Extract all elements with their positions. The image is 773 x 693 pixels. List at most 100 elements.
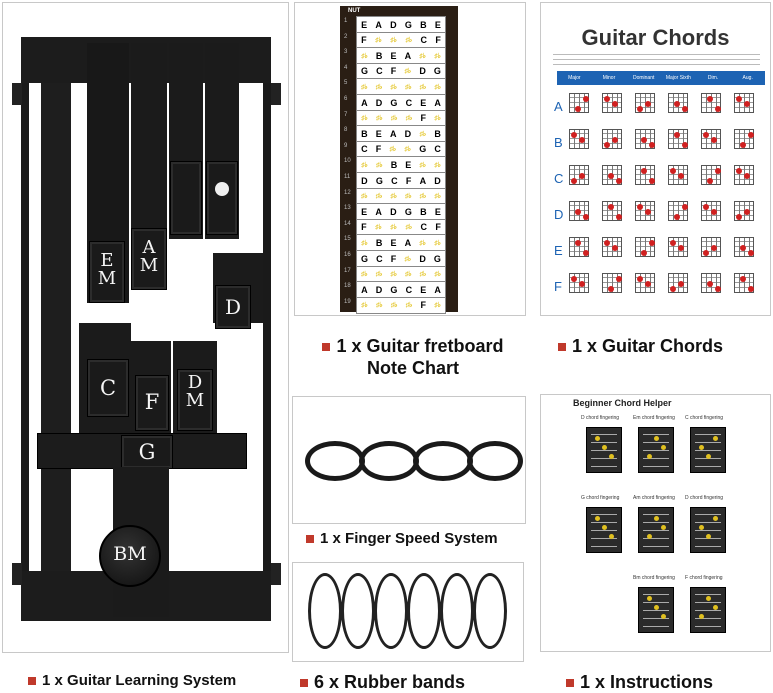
key-f-label: F [144, 390, 160, 414]
finger-dot [641, 168, 647, 174]
chord-diagram [635, 273, 655, 293]
helper-card: D chord fingering [581, 415, 626, 473]
helper-fretboard [690, 587, 726, 633]
finger-dot [616, 214, 622, 220]
helper-fret-line [695, 450, 721, 451]
fret-note: E [420, 284, 427, 295]
fret-note: F [435, 222, 441, 233]
key-dot[interactable] [206, 161, 238, 235]
fret-note: ♯♭ [405, 224, 413, 232]
fret-note: ♯♭ [390, 83, 398, 91]
chord-diagram [734, 237, 754, 257]
finger-dot [616, 276, 622, 282]
finger-dot [703, 132, 709, 138]
key-dm[interactable]: D M [177, 369, 213, 431]
key-g-label: G [138, 440, 156, 464]
helper-fret-line [591, 514, 617, 515]
fret-note: F [390, 253, 397, 264]
fret-note: E [390, 50, 397, 61]
finger-dot [649, 178, 655, 184]
fret-row: 12♯♭♯♭♯♭♯♭♯♭♯♭ [340, 187, 458, 205]
finger-dot [740, 142, 746, 148]
fret-number: 10 [344, 158, 351, 165]
helper-finger-dot [602, 525, 607, 530]
fret-note: ♯♭ [375, 37, 382, 45]
helper-finger-dot [661, 614, 666, 619]
bullet-square-icon [558, 343, 566, 352]
finger-dot [678, 173, 684, 179]
finger-dot [678, 245, 684, 251]
finger-dot [711, 209, 717, 215]
helper-fret-line [695, 466, 721, 467]
fret-note: ♯♭ [419, 83, 427, 91]
finger-dot [612, 245, 618, 251]
finger-dot [641, 137, 647, 143]
finger-dot [715, 168, 721, 174]
finger-dot [715, 106, 721, 112]
caption-chords: 1 x Guitar Chords [558, 336, 723, 357]
helper-fretboard [690, 507, 726, 553]
fret-note: D [390, 19, 397, 30]
fret-note: C [391, 175, 398, 186]
fret-note: ♯♭ [434, 271, 442, 279]
key-d[interactable]: D [215, 285, 251, 329]
key-em[interactable]: E M [89, 241, 125, 303]
fret-note: ♯♭ [361, 161, 368, 169]
helper-fret-line [643, 618, 669, 619]
helper-card-label: D chord fingering [581, 415, 620, 421]
helper-fret-line [643, 602, 669, 603]
fret-note: G [404, 19, 412, 30]
chord-column-label: Major [568, 75, 581, 81]
fret-note: ♯♭ [360, 83, 368, 91]
fret-note: C [361, 144, 368, 155]
fret-note: ♯♭ [390, 193, 398, 201]
fret-note: F [405, 175, 412, 186]
key-c[interactable]: C [87, 359, 129, 417]
chord-diagram [635, 129, 655, 149]
helper-finger-dot [595, 516, 600, 521]
fret-number: 14 [344, 220, 351, 227]
key-am[interactable]: A M [131, 228, 167, 290]
learning-system-panel: E M A M D C F D M G BM [2, 2, 289, 653]
key-g[interactable]: G [121, 435, 173, 469]
fret-note: F [375, 144, 382, 155]
key-bm[interactable]: BM [99, 525, 161, 587]
helper-fret-line [643, 466, 669, 467]
key-f[interactable]: F [135, 375, 169, 431]
fret-note: C [420, 222, 427, 233]
helper-fretboard [586, 427, 622, 473]
key-blank-1[interactable] [170, 161, 202, 235]
fret-note: ♯♭ [434, 161, 441, 169]
chord-diagram [602, 201, 622, 221]
chord-diagram [635, 237, 655, 257]
finger-dot [707, 281, 713, 287]
finger-dot [579, 173, 585, 179]
chord-diagram [668, 201, 688, 221]
helper-fret-line [695, 514, 721, 515]
finger-dot [583, 96, 589, 102]
fret-note: G [419, 144, 427, 155]
key-dm-label: D M [185, 372, 205, 411]
finger-dot [616, 178, 622, 184]
chord-column-label: Minor [602, 75, 616, 81]
finger-dot [715, 286, 721, 292]
fret-note: A [375, 19, 382, 30]
helper-fret-line [643, 442, 669, 443]
finger-dot [682, 142, 688, 148]
key-am-label: A M [139, 237, 159, 276]
fret-note: E [434, 206, 441, 217]
chord-diagram [734, 273, 754, 293]
helper-finger-dot [661, 445, 666, 450]
chord-diagram [635, 93, 655, 113]
fret-number: 17 [344, 267, 351, 274]
fret-number: 19 [344, 298, 351, 305]
helper-fret-line [591, 434, 617, 435]
finger-dot [748, 132, 754, 138]
fret-note: ♯♭ [434, 302, 441, 310]
finger-dot [736, 96, 742, 102]
helper-fretboard [638, 427, 674, 473]
rubber-band-4 [407, 573, 441, 649]
finger-dot [703, 204, 709, 210]
